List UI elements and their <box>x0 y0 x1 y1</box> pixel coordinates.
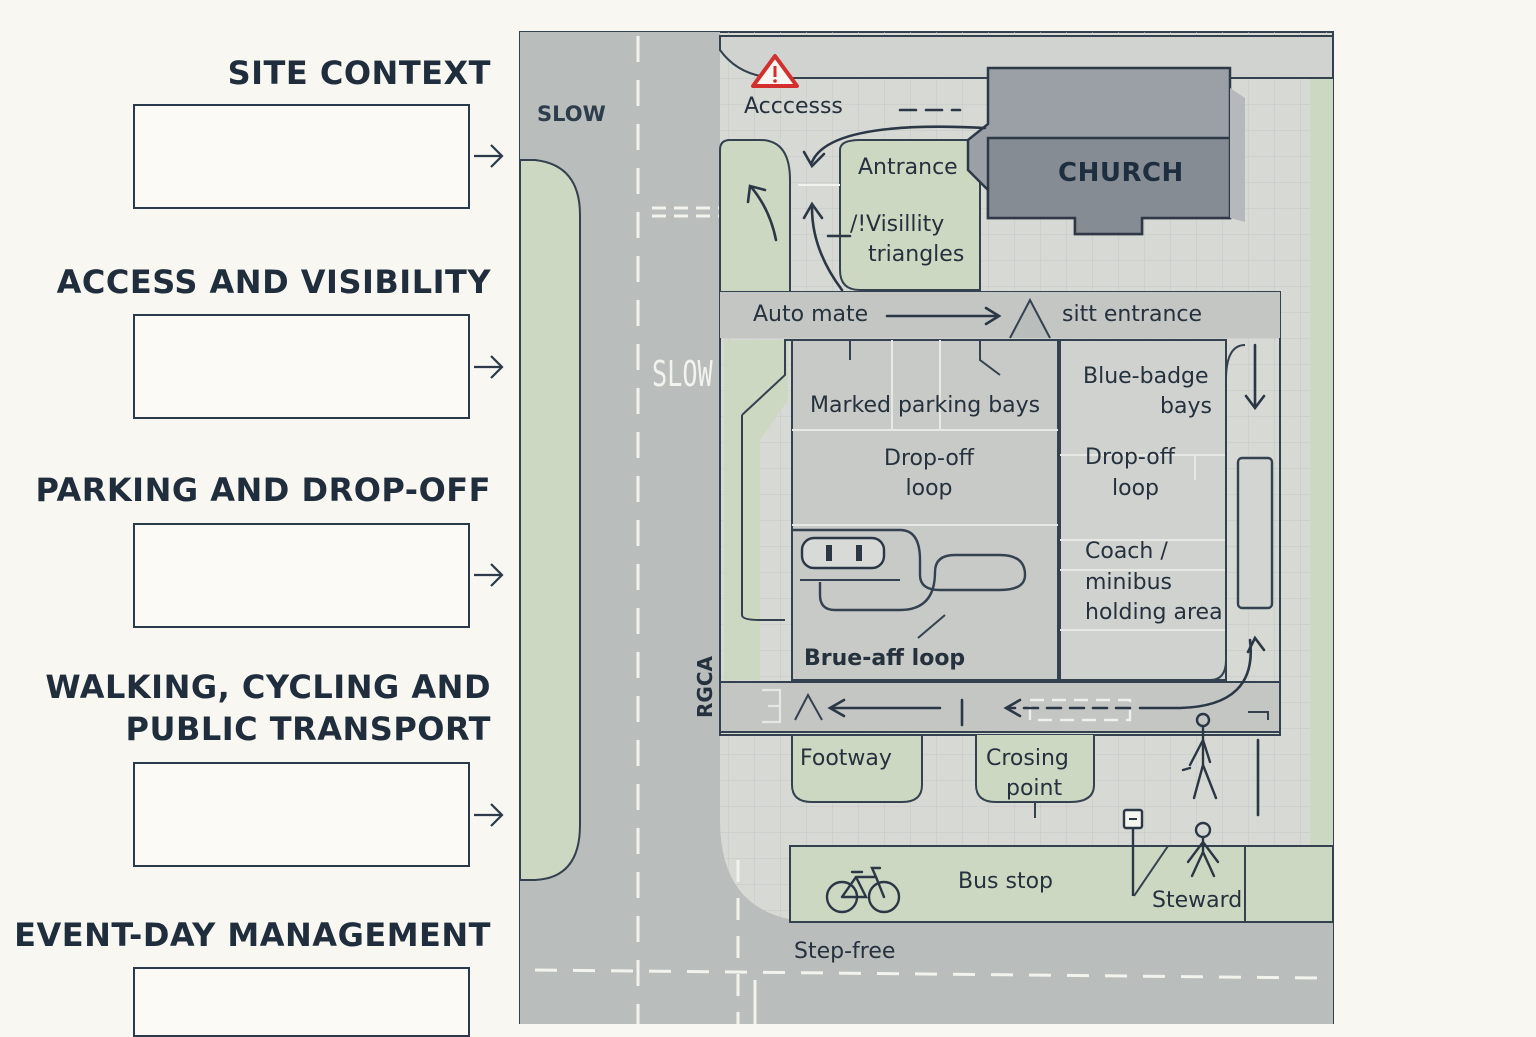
entrance-label: Antrance <box>858 155 958 180</box>
warning-triangle-icon <box>751 54 799 88</box>
section-heading: EVENT-DAY MANAGEMENT <box>14 916 491 954</box>
flow-arrows <box>746 108 1266 817</box>
visibility-label: Visillity <box>866 212 945 237</box>
coach-holding-label: holding area <box>1085 600 1223 625</box>
drop-off-loop-label-right: Drop-off <box>1085 445 1175 470</box>
coach-holding-bay <box>1236 456 1274 610</box>
steward-icon <box>1186 821 1220 878</box>
access-label: Acccesss <box>744 94 843 119</box>
arrow-right-icon <box>474 563 504 587</box>
footway-label: Footway <box>800 746 892 771</box>
crossing-point-label: Crosing <box>986 746 1069 771</box>
church-label: CHURCH <box>1058 158 1184 188</box>
step-free-label: Step-free <box>794 939 896 964</box>
visibility-label: triangles <box>868 242 965 267</box>
crossing-point <box>975 735 1095 803</box>
visibility-mark: /! <box>850 212 867 237</box>
notes-box[interactable] <box>133 762 470 867</box>
bus-stop-strip <box>789 845 1334 923</box>
steward-label: Steward <box>1152 888 1243 913</box>
footway <box>791 734 923 803</box>
site-entrance-label: sitt entrance <box>1062 302 1203 327</box>
drop-off-loop-lane <box>792 528 1027 612</box>
drop-off-loop-label: Drop-off <box>884 446 974 471</box>
notes-box[interactable] <box>133 314 470 419</box>
green-verge-left <box>724 340 788 680</box>
entrance-green <box>839 139 981 291</box>
road-median <box>519 159 581 881</box>
section-heading: ACCESS AND VISIBILITY <box>56 263 491 301</box>
blue-badge-bays-label: bays <box>1160 394 1212 419</box>
car-icon <box>800 536 886 570</box>
road-slow-label: SLOW <box>537 102 606 126</box>
green-verge-right <box>1310 78 1333 958</box>
bicycle-icon <box>825 866 901 914</box>
notes-box[interactable] <box>133 523 470 628</box>
brue-aff-loop-label: Brue-aff loop <box>804 646 966 671</box>
section-heading: WALKING, CYCLING AND <box>45 668 491 706</box>
arrow-right-icon <box>474 355 504 379</box>
auto-mate-label: Auto mate <box>753 302 869 327</box>
drop-off-loop-label: loop <box>905 476 953 501</box>
arrow-right-icon <box>474 144 504 168</box>
coach-holding-label: minibus <box>1085 570 1172 595</box>
road-vertical-marking: RGCA <box>693 656 717 718</box>
notes-box[interactable] <box>133 104 470 209</box>
access-island <box>719 139 791 293</box>
parking-block-right <box>1059 339 1227 681</box>
section-heading: PARKING AND DROP-OFF <box>35 471 491 509</box>
road-slow-marking: SLOW <box>652 354 713 395</box>
coach-holding-label: Coach / <box>1085 539 1168 564</box>
parking-block-left <box>791 339 1059 681</box>
drop-off-loop-label-right: loop <box>1112 476 1159 501</box>
pedestrian-icon <box>1181 712 1218 800</box>
crossing-point-label: point <box>1006 776 1063 801</box>
arrow-right-icon <box>474 803 504 827</box>
blue-badge-bays-label: Blue-badge <box>1083 364 1209 389</box>
marked-parking-bays-label: Marked parking bays <box>810 393 1041 418</box>
bus-stop-label: Bus stop <box>958 869 1054 894</box>
bus-stop-sign-icon <box>1122 808 1144 896</box>
section-heading: PUBLIC TRANSPORT <box>125 710 491 748</box>
section-heading: SITE CONTEXT <box>227 54 491 92</box>
